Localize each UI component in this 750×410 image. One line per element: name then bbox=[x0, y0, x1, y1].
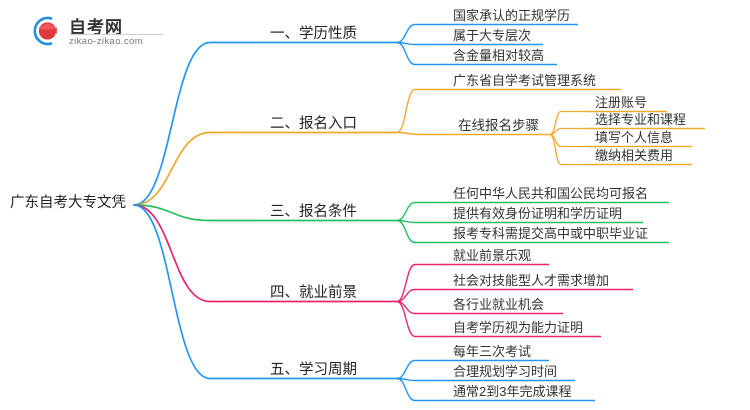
mindmap-node-label: 就业前景乐观 bbox=[453, 248, 532, 263]
graduation-cap-icon bbox=[33, 16, 58, 46]
mindmap-node[interactable]: 在线报名步骤 bbox=[458, 119, 539, 133]
mindmap-node-label: 注册账号 bbox=[595, 95, 648, 110]
mindmap-edge bbox=[396, 263, 446, 303]
mindmap-node-label: 国家承认的正规学历 bbox=[453, 8, 571, 23]
mindmap-branch-label: 五、学习周期 bbox=[270, 362, 357, 378]
mindmap-node-label: 每年三次考试 bbox=[453, 344, 532, 359]
mindmap-node-label: 选择专业和课程 bbox=[595, 112, 687, 127]
mindmap-node-label: 属于大专层次 bbox=[453, 28, 532, 43]
mindmap-node[interactable]: 自考学历视为能力证明 bbox=[453, 321, 583, 334]
mindmap-node-label: 提供有效身份证明和学历证明 bbox=[453, 206, 623, 221]
mindmap-branch-node[interactable]: 一、学历性质 bbox=[270, 27, 357, 42]
mindmap-edge bbox=[396, 41, 446, 46]
mindmap-node-label: 广东省自学考试管理系统 bbox=[453, 73, 597, 88]
mindmap-edge bbox=[133, 204, 255, 303]
logo-url-text: zikao-zikao.com bbox=[69, 36, 144, 47]
mindmap-node[interactable]: 合理规划学习时间 bbox=[453, 365, 557, 378]
mindmap-edge bbox=[396, 23, 446, 44]
mindmap-node[interactable]: 每年三次考试 bbox=[453, 345, 531, 358]
mindmap-edge bbox=[396, 288, 446, 303]
mindmap-node[interactable]: 缴纳相关费用 bbox=[595, 149, 673, 162]
mindmap-node-label: 含金量相对较高 bbox=[453, 48, 545, 63]
mindmap-root-label: 广东自考大专文凭 bbox=[10, 195, 126, 211]
mindmap-node-label: 在线报名步骤 bbox=[458, 118, 539, 133]
mindmap-node[interactable]: 广东省自学考试管理系统 bbox=[453, 74, 596, 87]
mindmap-edge bbox=[133, 131, 255, 206]
site-logo: 自考网 zikao-zikao.com bbox=[27, 11, 167, 51]
mindmap-edge bbox=[396, 219, 446, 224]
mindmap-edge bbox=[133, 204, 255, 380]
mindmap-node[interactable]: 通常2到3年完成课程 bbox=[453, 385, 571, 398]
mindmap-edge bbox=[133, 41, 255, 206]
mindmap-node[interactable]: 就业前景乐观 bbox=[453, 249, 531, 262]
mindmap-branch-label: 二、报名入口 bbox=[270, 116, 357, 132]
mindmap-node[interactable]: 填写个人信息 bbox=[595, 131, 673, 144]
mindmap-edge bbox=[396, 377, 446, 382]
mindmap-node-label: 各行业就业机会 bbox=[453, 297, 545, 312]
mindmap-node-label: 报考专科需提交高中或中职毕业证 bbox=[453, 226, 649, 241]
mindmap-branch-node[interactable]: 二、报名入口 bbox=[270, 117, 357, 132]
mindmap-branch-node[interactable]: 五、学习周期 bbox=[270, 363, 357, 378]
mindmap-edge bbox=[396, 359, 446, 380]
mindmap-branch-node[interactable]: 四、就业前景 bbox=[270, 286, 357, 301]
mindmap-edge bbox=[396, 219, 446, 244]
mindmap-node[interactable]: 各行业就业机会 bbox=[453, 298, 544, 311]
mindmap-node[interactable]: 提供有效身份证明和学历证明 bbox=[453, 207, 622, 220]
mindmap-edge bbox=[133, 204, 255, 222]
mindmap-node[interactable]: 报考专科需提交高中或中职毕业证 bbox=[453, 227, 648, 240]
mindmap-edge bbox=[549, 133, 588, 166]
mindmap-node-label: 社会对技能型人才需求增加 bbox=[453, 273, 610, 288]
mindmap-node[interactable]: 任何中华人民共和国公民均可报名 bbox=[453, 187, 648, 200]
logo-divider bbox=[69, 34, 163, 35]
mindmap-edge bbox=[396, 41, 446, 66]
mindmap-branch-label: 一、学历性质 bbox=[270, 26, 357, 42]
mindmap-node[interactable]: 属于大专层次 bbox=[453, 29, 531, 42]
mindmap-node[interactable]: 国家承认的正规学历 bbox=[453, 9, 570, 22]
mindmap-node[interactable]: 社会对技能型人才需求增加 bbox=[453, 274, 609, 287]
mindmap-node-label: 填写个人信息 bbox=[595, 130, 674, 145]
mindmap-branch-label: 三、报名条件 bbox=[270, 204, 357, 220]
mindmap-node[interactable]: 选择专业和课程 bbox=[595, 113, 686, 126]
mindmap-node-label: 通常2到3年完成课程 bbox=[453, 384, 572, 399]
mindmap-branch-node[interactable]: 三、报名条件 bbox=[270, 205, 357, 220]
mindmap-edge bbox=[549, 127, 588, 136]
logo-brand-text: 自考网 bbox=[69, 18, 123, 37]
mindmap-edge bbox=[396, 300, 446, 338]
mindmap-edge bbox=[396, 201, 446, 222]
mindmap-edge bbox=[549, 133, 588, 148]
mindmap-node-label: 合理规划学习时间 bbox=[453, 364, 558, 379]
mindmap-node-label: 任何中华人民共和国公民均可报名 bbox=[453, 186, 649, 201]
mindmap-edge bbox=[396, 131, 451, 136]
mindmap-branch-label: 四、就业前景 bbox=[270, 285, 357, 301]
mindmap-node-label: 自考学历视为能力证明 bbox=[453, 320, 584, 335]
mindmap-edge bbox=[396, 88, 446, 134]
mindmap-node-label: 缴纳相关费用 bbox=[595, 148, 674, 163]
mindmap-edge bbox=[396, 377, 446, 402]
mindmap-node[interactable]: 含金量相对较高 bbox=[453, 49, 544, 62]
mindmap-root-node[interactable]: 广东自考大专文凭 bbox=[10, 196, 126, 211]
mindmap-node[interactable]: 注册账号 bbox=[595, 96, 647, 109]
